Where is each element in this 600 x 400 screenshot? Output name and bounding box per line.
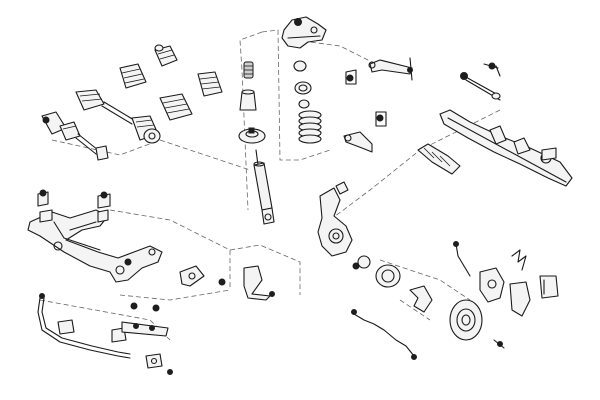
stabilizer-bushing (57, 319, 127, 343)
strut-spring-assembly (293, 60, 312, 109)
top-strut-mount (281, 16, 327, 49)
upper-control-arm-right (345, 57, 413, 85)
brake-disc (449, 299, 505, 349)
cv-boot-middle (159, 93, 193, 121)
cv-boot-top-2 (119, 63, 147, 89)
brake-hose (453, 241, 471, 277)
cv-boot-top-3 (197, 71, 223, 97)
strut-bearing (238, 127, 266, 144)
rack-boot (417, 143, 461, 175)
brake-disc-shield (409, 285, 433, 313)
shock-absorber (253, 149, 275, 225)
steering-knuckle (317, 181, 360, 270)
stabilizer-bar (37, 293, 131, 359)
stabilizer-link-bracket (121, 302, 169, 337)
wheel-bearing (357, 255, 401, 288)
steering-rack (439, 109, 573, 187)
lower-arm-bracket (179, 265, 275, 301)
brake-caliper (479, 267, 505, 303)
subframe (27, 189, 163, 283)
cv-boot-top-1 (154, 44, 178, 67)
tie-rod (460, 62, 501, 101)
strut-bump-stop (239, 61, 257, 111)
upper-control-arm-left (343, 111, 387, 153)
coil-spring (298, 110, 322, 144)
stabilizer-link (145, 353, 173, 375)
brake-carrier (509, 281, 531, 317)
brake-pad-spring (511, 249, 527, 271)
drive-shaft-upper (75, 89, 161, 144)
abs-sensor-cable (351, 309, 417, 360)
drive-shaft-lower (41, 111, 109, 161)
brake-pads (539, 275, 559, 299)
